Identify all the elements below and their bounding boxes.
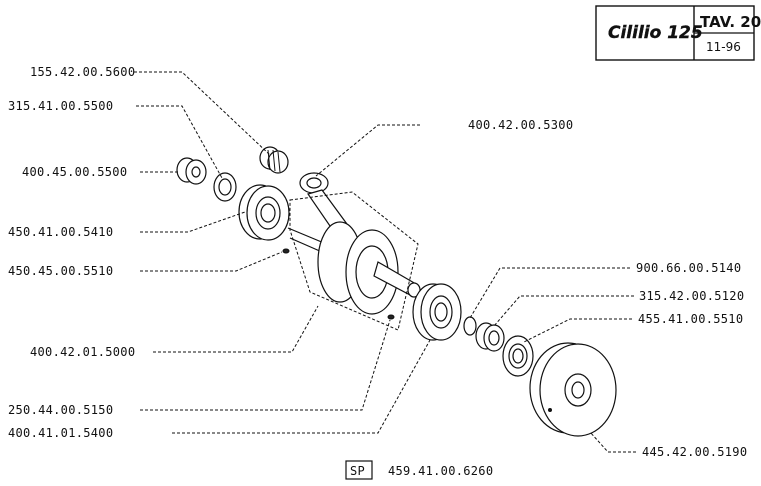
revision-date: 11-96	[706, 40, 741, 54]
part-label: 450.41.00.5410	[8, 225, 113, 239]
part-label: 315.41.00.5500	[8, 99, 113, 113]
leader-lines	[134, 71, 636, 453]
main-bearing-right-part	[412, 283, 462, 341]
small-bearing-part	[213, 172, 237, 202]
circlip-part	[463, 316, 477, 336]
part-label: 400.42.01.5000	[30, 345, 135, 359]
part-label: 400.45.00.5500	[22, 165, 127, 179]
table-number: TAV. 20	[700, 13, 761, 31]
oil-seal-part	[502, 335, 534, 377]
spare-part-footer: SP 459.41.00.6260	[345, 460, 493, 480]
sp-code: 459.41.00.6260	[388, 464, 493, 478]
part-label: 250.44.00.5150	[8, 403, 113, 417]
part-label: 315.42.00.5120	[639, 289, 744, 303]
logo: Cililio 125	[608, 23, 703, 43]
part-label: 445.42.00.5190	[642, 445, 747, 459]
cap-part	[176, 157, 207, 185]
sp-badge: SP	[350, 464, 365, 478]
title-block: Cililio 125 TAV. 20 11-96	[595, 5, 761, 61]
part-label: 450.45.00.5510	[8, 264, 113, 278]
flywheel-part	[529, 342, 617, 437]
key-pin-part-2	[387, 314, 395, 320]
spacer-part	[475, 322, 505, 352]
part-label: 155.42.00.5600	[30, 65, 135, 79]
part-label: 400.42.00.5300	[468, 118, 573, 132]
crankshaft-part	[287, 191, 421, 331]
parts-drawing	[176, 146, 617, 437]
part-label: 400.41.01.5400	[8, 426, 113, 440]
needle-cage-part	[259, 146, 289, 174]
key-pin-part	[282, 248, 290, 254]
part-label: 900.66.00.5140	[636, 261, 741, 275]
part-labels: 155.42.00.5600 315.41.00.5500 400.45.00.…	[8, 65, 747, 459]
main-bearing-left-part	[238, 184, 290, 241]
part-label: 455.41.00.5510	[638, 312, 743, 326]
